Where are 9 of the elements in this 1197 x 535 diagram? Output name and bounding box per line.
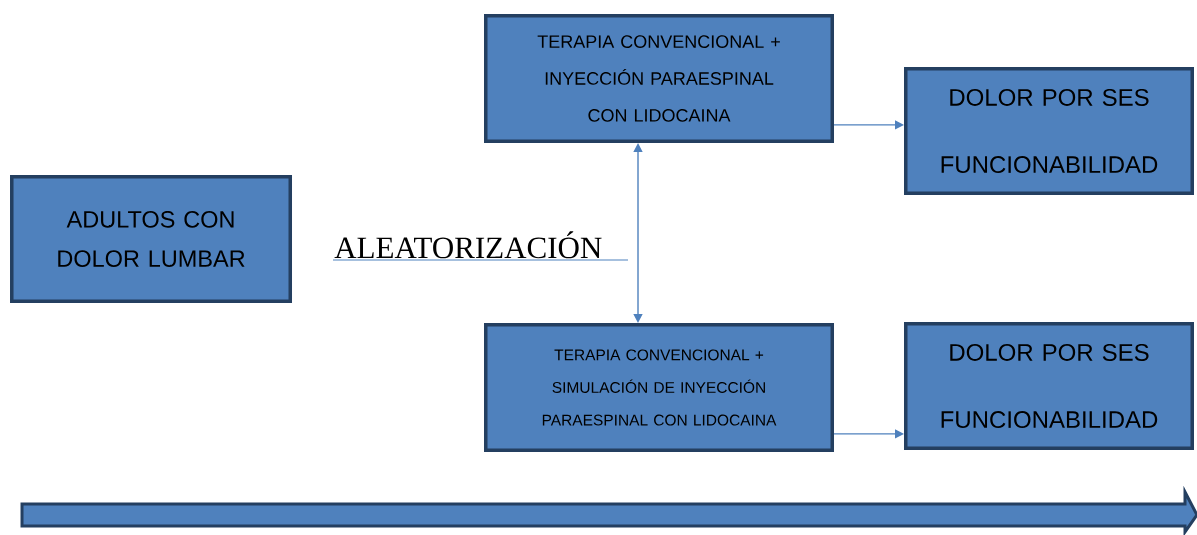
process-box: DOLOR POR SES FUNCIONABILIDAD bbox=[904, 322, 1194, 450]
underlined-label: ALEATORIZACIÓN bbox=[332, 231, 629, 261]
arrow bbox=[833, 120, 904, 130]
arrow bbox=[833, 429, 904, 439]
arrow bbox=[633, 143, 643, 323]
process-box: DOLOR POR SES FUNCIONABILIDAD bbox=[904, 67, 1194, 195]
process-box: ADULTOS CON DOLOR LUMBAR bbox=[10, 175, 292, 303]
process-box: TERAPIA CONVENCIONAL + SIMULACIÓN DE INYECCIÓN PARAESPINAL CON LIDOCAINA bbox=[484, 323, 834, 452]
process-box: TERAPIA CONVENCIONAL + INYECCIÓN PARAESPINAL CON LIDOCAINA bbox=[484, 14, 834, 143]
